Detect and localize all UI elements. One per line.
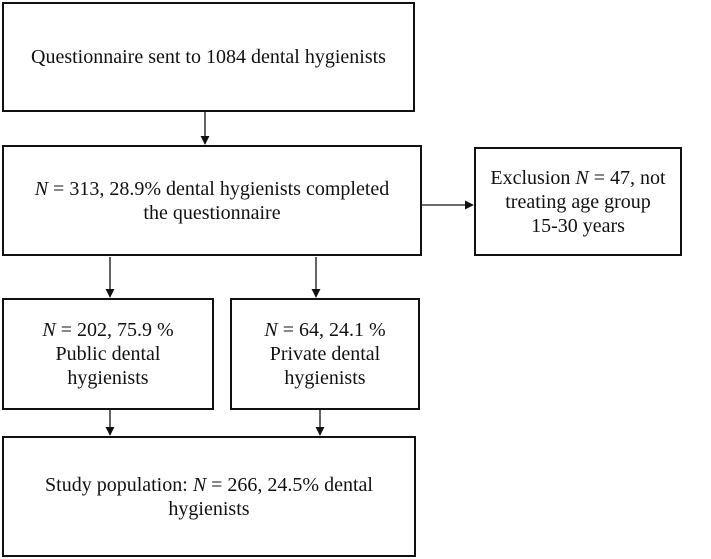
completed-text: N = 313, 28.9% dental hygienists complet…	[35, 177, 390, 225]
exclusion-text: Exclusion N = 47, not treating age group…	[490, 166, 665, 238]
private-box: N = 64, 24.1 % Private dental hygienists	[230, 298, 420, 410]
study-line-2: hygienists	[168, 497, 250, 520]
private-count: = 64, 24.1 %	[277, 319, 386, 341]
exclusion-line-1: Exclusion N = 47, not	[490, 166, 665, 190]
private-text: N = 64, 24.1 % Private dental hygienists	[264, 318, 385, 390]
completed-line-2: the questionnaire	[143, 201, 281, 224]
completed-box: N = 313, 28.9% dental hygienists complet…	[2, 145, 422, 256]
study-label: Study population:	[45, 473, 193, 496]
completed-count: = 313, 28.9% dental hygienists completed	[48, 177, 390, 200]
private-n-symbol: N	[264, 319, 278, 341]
completed-line-1: N = 313, 28.9% dental hygienists complet…	[35, 177, 390, 201]
exclusion-count: = 47, not	[588, 166, 666, 189]
study-text: Study population: N = 266, 24.5% dental …	[45, 473, 373, 521]
exclusion-label: Exclusion	[490, 166, 576, 189]
public-box: N = 202, 75.9 % Public dental hygienists	[2, 298, 214, 410]
public-line-3: hygienists	[67, 367, 149, 389]
exclusion-n-symbol: N	[575, 166, 589, 189]
public-n-symbol: N	[42, 319, 56, 341]
private-line-3: hygienists	[284, 367, 366, 389]
private-line-1: N = 64, 24.1 %	[264, 318, 385, 342]
study-n-symbol: N	[192, 473, 207, 496]
exclusion-box: Exclusion N = 47, not treating age group…	[474, 147, 682, 256]
questionnaire-text: Questionnaire sent to 1084 dental hygien…	[31, 46, 386, 68]
private-line-2: Private dental	[269, 343, 381, 365]
questionnaire-box: Questionnaire sent to 1084 dental hygien…	[2, 2, 415, 112]
public-line-1: N = 202, 75.9 %	[42, 318, 173, 342]
study-population-box: Study population: N = 266, 24.5% dental …	[2, 436, 416, 557]
public-line-2: Public dental	[55, 343, 161, 365]
study-count: = 266, 24.5% dental	[206, 473, 373, 496]
exclusion-line-2: treating age group	[505, 190, 651, 213]
completed-n-symbol: N	[34, 177, 49, 200]
study-line-1: Study population: N = 266, 24.5% dental	[45, 473, 373, 497]
exclusion-line-3: 15-30 years	[531, 214, 625, 237]
public-count: = 202, 75.9 %	[55, 319, 174, 341]
public-text: N = 202, 75.9 % Public dental hygienists	[42, 318, 173, 390]
